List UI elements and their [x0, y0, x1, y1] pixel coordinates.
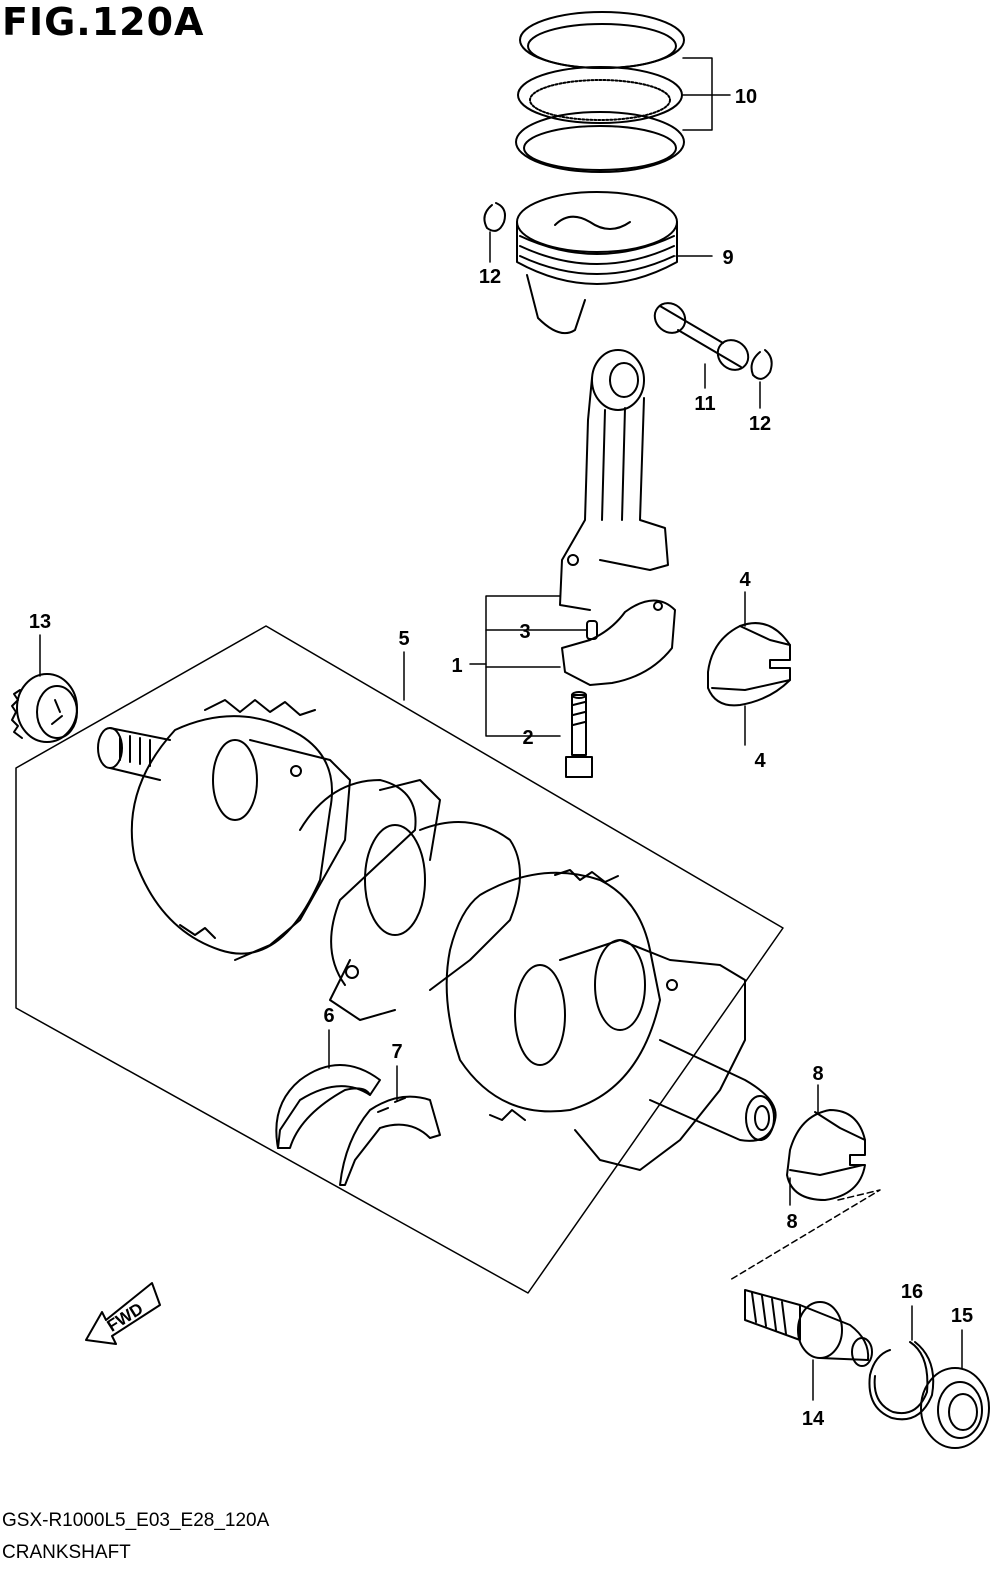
callout-9[interactable]: 9 — [722, 247, 733, 269]
callout-8[interactable]: 8 — [812, 1063, 823, 1085]
rod-bolt-part[interactable] — [565, 691, 593, 778]
callout-14[interactable]: 14 — [802, 1408, 825, 1430]
assembly-guide — [729, 1189, 881, 1281]
callout-4[interactable]: 4 — [754, 750, 766, 772]
thrust-bearing-part[interactable] — [275, 1064, 381, 1149]
crankshaft-part[interactable] — [97, 699, 777, 1171]
callout-3[interactable]: 3 — [519, 621, 530, 643]
piston-pin-part[interactable] — [649, 297, 755, 376]
callout-10[interactable]: 10 — [735, 86, 757, 108]
piston-part[interactable] — [516, 191, 678, 334]
circlip-part[interactable] — [868, 1341, 935, 1421]
figure-title: FIG.120A — [2, 0, 205, 44]
callout-5[interactable]: 5 — [398, 628, 409, 650]
callout-12[interactable]: 12 — [479, 266, 501, 288]
callout-15[interactable]: 15 — [951, 1305, 973, 1327]
callout-6[interactable]: 6 — [323, 1005, 334, 1027]
connecting-rod-part[interactable] — [559, 349, 669, 611]
diagram-code: GSX-R1000L5_E03_E28_120A — [2, 1510, 270, 1531]
crank-gear-part[interactable] — [11, 673, 78, 743]
callout-7[interactable]: 7 — [391, 1041, 402, 1063]
oil-seal-part[interactable] — [920, 1367, 990, 1449]
piston-pin-circlip-top-part[interactable] — [483, 202, 506, 232]
con-rod-bearing-part[interactable] — [707, 622, 791, 707]
callout-16[interactable]: 16 — [901, 1281, 923, 1303]
forward-arrow — [85, 1282, 161, 1345]
dowel-pin-part[interactable] — [586, 620, 598, 640]
callout-2[interactable]: 2 — [522, 727, 533, 749]
leader-10 — [682, 57, 731, 131]
callout-12[interactable]: 12 — [749, 413, 771, 435]
thrust-bearing-7-part[interactable] — [339, 1095, 441, 1186]
connecting-rod-cap-part[interactable] — [561, 599, 676, 686]
piston-pin-circlip-right-part[interactable] — [750, 349, 773, 380]
callout-11[interactable]: 11 — [694, 393, 715, 415]
crankshaft-group-outline — [15, 625, 784, 1294]
shaft-end-part[interactable] — [744, 1289, 873, 1367]
crankshaft-bearing-part[interactable] — [786, 1109, 866, 1201]
leader-1-2-3 — [469, 595, 587, 737]
diagram-name: CRANKSHAFT — [2, 1542, 131, 1563]
callout-13[interactable]: 13 — [29, 611, 51, 633]
callout-1[interactable]: 1 — [451, 655, 462, 677]
piston-rings-part[interactable] — [515, 11, 685, 173]
callout-4[interactable]: 4 — [739, 569, 751, 591]
callout-8[interactable]: 8 — [786, 1211, 797, 1233]
